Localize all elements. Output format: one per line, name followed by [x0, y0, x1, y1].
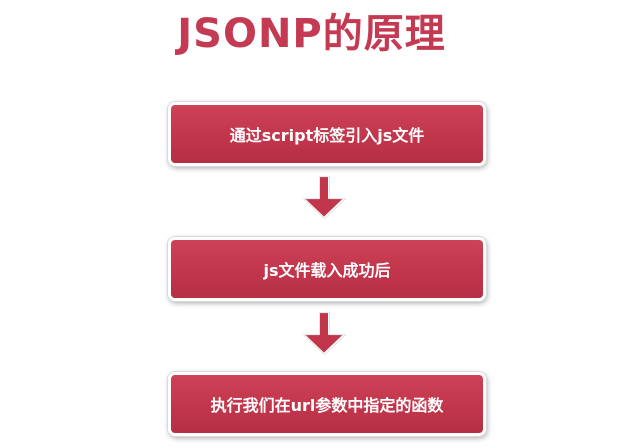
flow-step-1: 通过script标签引入js文件: [168, 102, 486, 166]
flow-step-3: 执行我们在url参数中指定的函数: [168, 372, 486, 436]
flow-step-1-label: 通过script标签引入js文件: [229, 126, 425, 145]
diagram-title: JSONP的原理: [177, 11, 446, 57]
flow-step-3-label: 执行我们在url参数中指定的函数: [210, 396, 444, 415]
arrow-down-icon: [302, 311, 346, 356]
flow-step-2: js文件载入成功后: [168, 237, 486, 301]
arrow-down-icon: [302, 175, 346, 220]
flow-step-2-label: js文件载入成功后: [263, 261, 391, 280]
